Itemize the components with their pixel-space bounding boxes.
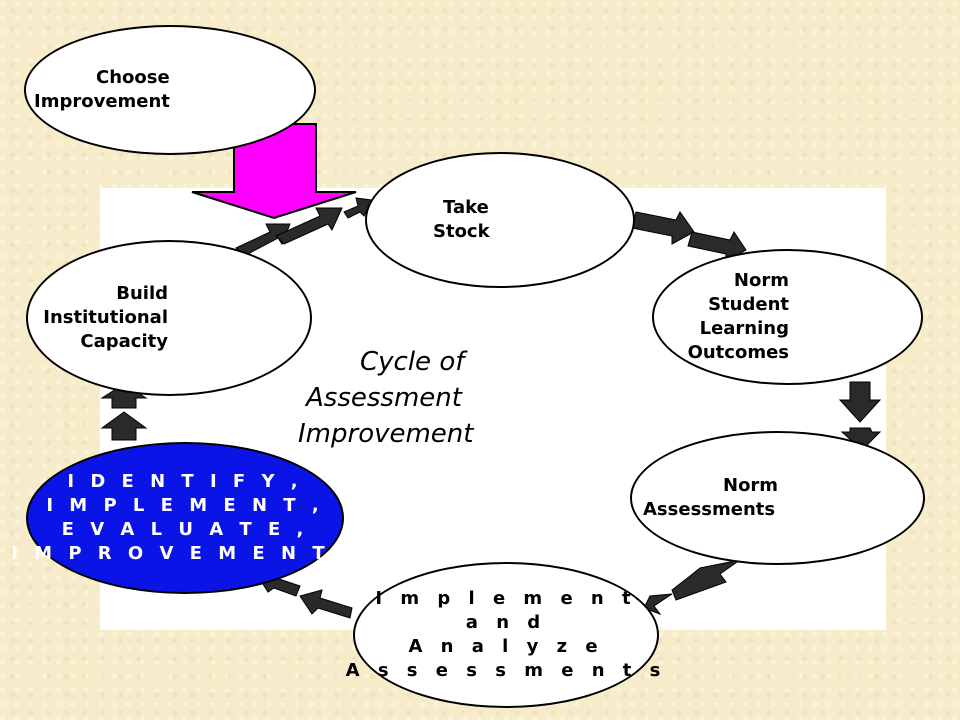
node-label-line: a n d xyxy=(465,612,547,633)
node-label-line: Capacity xyxy=(80,331,168,352)
node-label-line: Improvement xyxy=(34,91,170,112)
norm-assessments-node: Norm Assessments xyxy=(630,431,925,565)
node-label-line: Learning xyxy=(699,318,789,339)
node-label-line: Outcomes xyxy=(687,342,789,363)
cycle-arrow-icon xyxy=(840,427,882,451)
node-label-line: I M P R O V E M E N T S xyxy=(11,543,359,564)
title-line: Improvement xyxy=(298,419,474,449)
node-label-line: Norm xyxy=(723,475,779,496)
node-label-line: I m p l e m e n t xyxy=(375,588,637,609)
node-label-line: E V A L U A T E , xyxy=(61,519,309,540)
node-label-line: I M P L E M E N T , xyxy=(46,495,324,516)
cycle-arrow-icon xyxy=(275,207,343,245)
node-label-line: A n a l y z e xyxy=(408,636,604,657)
diagram-title: Cycle of Assessment Improvement xyxy=(298,344,488,452)
implement-analyze-assessments-node: I m p l e m e n t a n d A n a l y z e A … xyxy=(346,562,660,708)
node-label-line: Build xyxy=(116,283,168,304)
node-label-line: Norm xyxy=(733,270,789,291)
magenta-down-arrow-icon xyxy=(191,123,357,220)
node-label-line: Assessments xyxy=(643,499,776,520)
cycle-arrow-icon xyxy=(671,559,741,601)
title-line: Assessment xyxy=(306,383,462,413)
cycle-arrow-icon xyxy=(299,589,353,619)
node-label-line: A s s e s s m e n t s xyxy=(345,660,667,681)
choose-improvement-node: Choose Improvement xyxy=(24,25,316,155)
node-label-line: Stock xyxy=(433,221,490,242)
node-label-line: I D E N T I F Y , xyxy=(67,471,303,492)
take-stock-node: Take Stock xyxy=(365,152,635,288)
node-label-line: Institutional xyxy=(43,307,168,328)
norm-student-learning-outcomes-node: Norm Student Learning Outcomes xyxy=(652,249,923,385)
cycle-arrow-icon xyxy=(643,593,673,616)
node-label-line: Student xyxy=(708,294,789,315)
cycle-arrow-icon xyxy=(100,411,148,441)
cycle-arrow-icon xyxy=(631,211,695,245)
node-label-line: Choose xyxy=(96,67,170,88)
cycle-arrow-icon xyxy=(838,381,882,423)
build-institutional-capacity-node: Build Institutional Capacity xyxy=(26,240,312,396)
node-label-line: Take xyxy=(443,197,489,218)
title-line: Cycle of xyxy=(360,347,465,377)
identify-implement-evaluate-node: I D E N T I F Y , I M P L E M E N T , E … xyxy=(11,442,354,594)
